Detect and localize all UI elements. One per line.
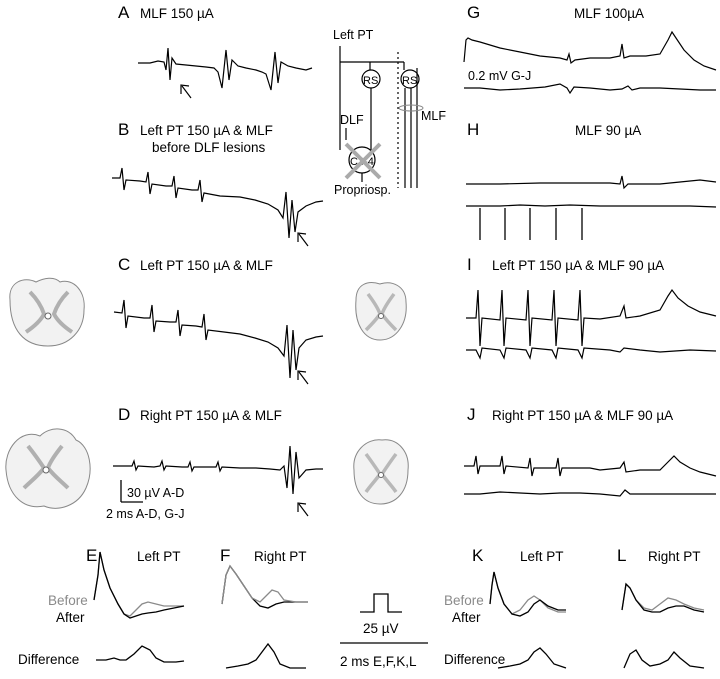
panel-c-title: Left PT 150 µA & MLF	[140, 258, 273, 273]
panel-h-title: MLF 90 µA	[575, 123, 641, 138]
panel-b-letter: B	[118, 120, 129, 139]
panel-e-letter: E	[86, 546, 97, 565]
legend-after-e: After	[56, 610, 85, 625]
arrow-c	[297, 370, 309, 385]
panel-d-title: Right PT 150 µA & MLF	[140, 408, 282, 423]
traces-f	[221, 564, 308, 669]
panel-h-letter: H	[467, 120, 479, 139]
scale-pulse-efkl	[360, 593, 402, 613]
panel-j-letter: J	[467, 405, 476, 424]
legend-before-e: Before	[48, 593, 88, 608]
spinal-section-d	[5, 428, 91, 509]
legend-difference-k: Difference	[444, 652, 505, 667]
panel-l-title: Right PT	[648, 549, 701, 564]
panel-a-letter: A	[118, 3, 130, 22]
panel-e-title: Left PT	[137, 549, 181, 564]
legend-difference-e: Difference	[18, 652, 79, 667]
spinal-section-j	[353, 439, 409, 505]
scale-label-time-ad: 2 ms A-D, G-J	[106, 507, 184, 521]
panel-j-title: Right PT 150 µA & MLF 90 µA	[492, 408, 673, 423]
panel-i-letter: I	[467, 255, 472, 274]
panel-c-letter: C	[118, 255, 130, 274]
trace-d	[113, 445, 323, 495]
panel-f-letter: F	[220, 546, 230, 565]
panel-f-title: Right PT	[254, 549, 307, 564]
scale-label-voltage-gj: 0.2 mV G-J	[468, 69, 531, 83]
diagram-propriosp: Propriosp.	[334, 183, 391, 197]
traces-k	[489, 571, 567, 669]
traces-e	[93, 551, 185, 663]
panel-l-letter: L	[617, 546, 626, 565]
trace-b	[112, 167, 324, 239]
legend-before-k: Before	[444, 593, 484, 608]
legend-after-k: After	[452, 610, 481, 625]
traces-l	[621, 582, 705, 669]
panel-k-title: Left PT	[520, 549, 564, 564]
panel-b-title-2: before DLF lesions	[152, 140, 266, 155]
panel-g-title: MLF 100µA	[574, 6, 644, 21]
panel-i-title: Left PT 150 µA & MLF 90 µA	[492, 258, 664, 273]
diagram-rs-2: RS	[402, 75, 417, 87]
diagram-mlf: MLF	[421, 109, 446, 123]
trace-a	[138, 47, 313, 91]
panel-g-letter: G	[467, 3, 480, 22]
diagram-dlf: DLF	[340, 113, 364, 127]
traces-j	[464, 455, 717, 497]
arrow-a	[180, 84, 192, 99]
panel-d-letter: D	[118, 405, 130, 424]
traces-g	[463, 30, 717, 95]
trace-c	[113, 299, 324, 379]
arrow-d	[297, 502, 309, 517]
diagram-left-pt: Left PT	[333, 28, 374, 42]
traces-i	[466, 288, 717, 360]
pathway-diagram: Left PT RS RS DLF MLF C3-4 Propriosp.	[333, 28, 446, 197]
scale-label-voltage-efkl: 25 µV	[363, 621, 399, 636]
scale-label-time-efkl: 2 ms E,F,K,L	[340, 654, 417, 669]
spinal-section-c	[9, 277, 85, 347]
traces-h	[466, 175, 717, 208]
diagram-rs-1: RS	[363, 75, 378, 87]
scale-label-voltage-ad: 30 µV A-D	[127, 486, 184, 500]
panel-a-title: MLF 150 µA	[140, 6, 214, 21]
spinal-section-i	[355, 282, 407, 341]
panel-b-title-1: Left PT 150 µA & MLF	[140, 123, 273, 138]
panel-k-letter: K	[472, 546, 484, 565]
stim-train-h	[479, 208, 583, 240]
arrow-b	[297, 232, 309, 247]
